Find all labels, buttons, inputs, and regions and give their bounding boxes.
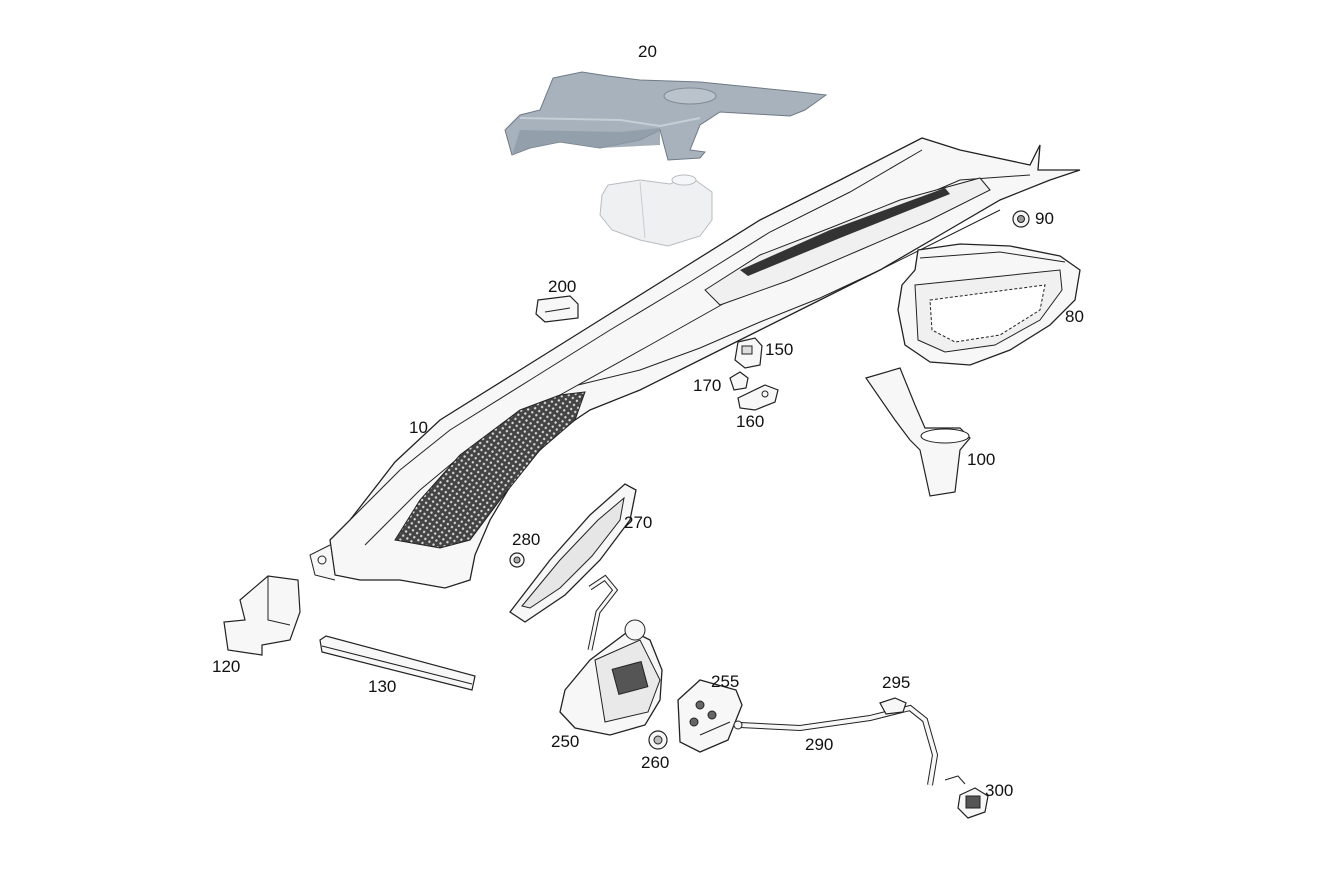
part-120-cover [223, 575, 301, 656]
callout-255: 255 [711, 672, 740, 691]
part-300-connector [944, 775, 989, 819]
part-255-control-module [677, 679, 743, 753]
part-250-blower-unit [559, 574, 663, 736]
part-100-drain-funnel [865, 367, 971, 497]
callout-270: 270 [624, 513, 653, 532]
callout-170: 170 [693, 376, 722, 395]
part-295-clamp [879, 697, 907, 715]
part-280-grommet [509, 552, 525, 568]
callout-250: 250 [551, 732, 580, 751]
part-270-filter-frame [509, 483, 637, 623]
part-10-cowl-panel [309, 137, 1081, 589]
part-80-air-duct [897, 243, 1081, 366]
callout-80: 80 [1065, 307, 1084, 326]
callout-100: 100 [967, 450, 996, 469]
part-90-grommet [1012, 210, 1030, 228]
callout-20: 20 [638, 42, 657, 61]
part-200-cap [535, 295, 579, 323]
callout-150: 150 [765, 340, 794, 359]
coolant-reservoir [599, 174, 713, 247]
part-160-bracket [737, 384, 779, 411]
callout-200: 200 [548, 277, 577, 296]
callout-300: 300 [985, 781, 1014, 800]
part-170-nut [729, 371, 749, 391]
part-150-sensor [734, 337, 763, 369]
part-290-hose [733, 704, 939, 786]
part-130-seal-strip [319, 635, 476, 691]
callout-90: 90 [1035, 209, 1054, 228]
callout-130: 130 [368, 677, 397, 696]
part-20-engine-cover [504, 71, 828, 161]
part-260-nut [648, 730, 668, 750]
callout-295: 295 [882, 673, 911, 692]
callout-10: 10 [409, 418, 428, 437]
callout-160: 160 [736, 412, 765, 431]
callout-120: 120 [212, 657, 241, 676]
callout-290: 290 [805, 735, 834, 754]
callout-260: 260 [641, 753, 670, 772]
callout-280: 280 [512, 530, 541, 549]
